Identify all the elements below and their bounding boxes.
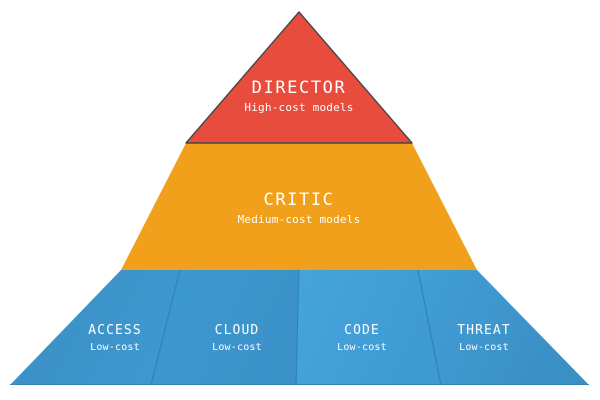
divider-cloud-code: [295, 269, 300, 386]
tier-director-shape[interactable]: [185, 11, 413, 144]
tier-critic-subtitle: Medium-cost models: [238, 213, 361, 226]
segment-threat-title: THREAT: [457, 323, 511, 338]
tier-director: DIRECTOR High-cost models: [185, 11, 413, 144]
segment-cloud-title: CLOUD: [215, 323, 260, 338]
segment-threat-shape[interactable]: [418, 270, 589, 385]
divider-code-threat: [417, 269, 442, 386]
tier-workers: ACCESS Low-cost CLOUD Low-cost CODE Low-…: [10, 269, 589, 386]
segment-code-title: CODE: [344, 323, 380, 338]
segment-code-shape[interactable]: [296, 270, 441, 385]
segment-cloud-subtitle: Low-cost: [212, 342, 262, 353]
segment-access-shape[interactable]: [10, 270, 180, 385]
segment-threat-subtitle: Low-cost: [459, 342, 509, 353]
segment-cloud-shape[interactable]: [151, 270, 299, 385]
tier-critic: CRITIC Medium-cost models: [121, 143, 477, 270]
segment-access-title: ACCESS: [88, 323, 142, 338]
tier-director-subtitle: High-cost models: [244, 101, 353, 114]
tier-critic-title: CRITIC: [263, 190, 334, 210]
divider-access-cloud: [150, 269, 181, 386]
tier-director-title: DIRECTOR: [252, 78, 347, 98]
tier-critic-shape[interactable]: [121, 143, 477, 270]
segment-access-subtitle: Low-cost: [90, 342, 140, 353]
segment-code-subtitle: Low-cost: [337, 342, 387, 353]
